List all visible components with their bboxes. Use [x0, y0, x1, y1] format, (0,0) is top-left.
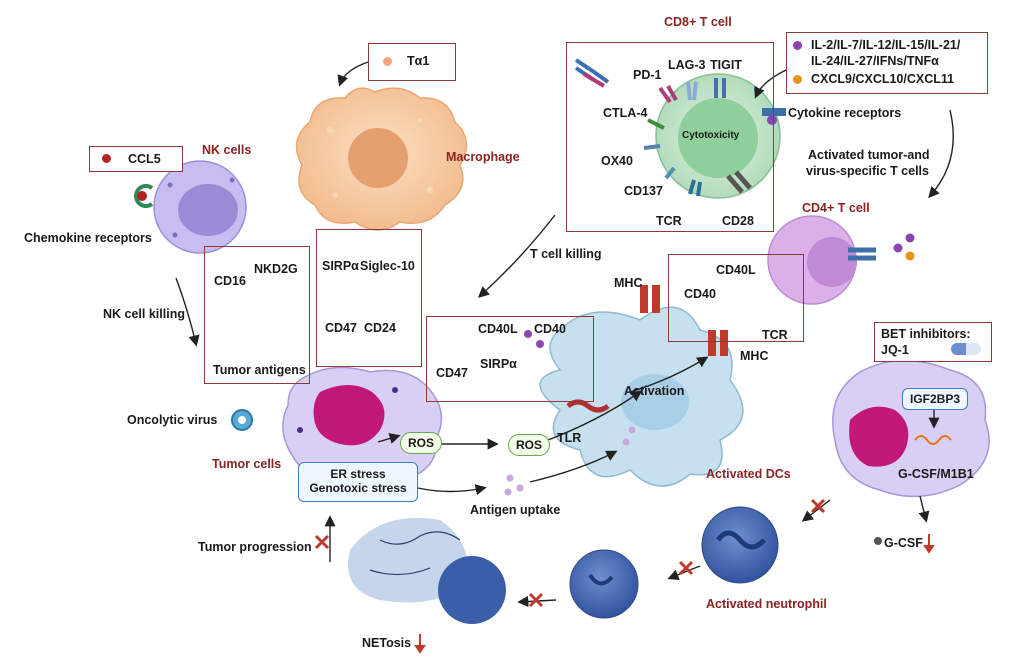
- nk-receptor-box: [204, 246, 310, 384]
- pill-icon: [951, 343, 981, 355]
- neutrophil-title: Activated neutrophil: [706, 597, 827, 611]
- activated-t-line1: Activated tumor-and: [808, 148, 930, 162]
- ros-mid-pill: ROS: [508, 434, 550, 456]
- lag3-label: LAG-3: [668, 58, 706, 72]
- tigit-label: TIGIT: [710, 58, 742, 72]
- cytotoxicity-label: Cytotoxicity: [682, 130, 740, 141]
- siglec10-label: Siglec-10: [360, 259, 415, 273]
- inhibition-cross-icons: [314, 498, 826, 608]
- ta1-label: Tα1: [407, 54, 430, 68]
- igf2bp3-box: IGF2BP3: [902, 388, 968, 410]
- ta1-legend: Tα1: [368, 43, 456, 81]
- cd28-label: CD28: [722, 214, 754, 228]
- cytokine-receptors-label: Cytokine receptors: [788, 106, 902, 120]
- cd4-dc-box: [668, 254, 804, 342]
- decrease-arrow-icons: [414, 534, 935, 654]
- bet-inhibitor-legend: BET inhibitors: JQ-1: [874, 322, 992, 362]
- oncolytic-virus-label: Oncolytic virus: [127, 413, 218, 427]
- ox40-label: OX40: [601, 154, 633, 168]
- mhc-right-label: MHC: [740, 349, 769, 363]
- cd137-label: CD137: [624, 184, 663, 198]
- activated-t-line2: virus-specific T cells: [806, 164, 929, 178]
- tcr-cd8-label: TCR: [656, 214, 682, 228]
- activation-label: Activation: [624, 384, 685, 398]
- nk-killing-label: NK cell killing: [103, 307, 185, 321]
- activated-neutrophil: [701, 506, 779, 584]
- cd40l-right-label: CD40L: [716, 263, 756, 277]
- nk-cell: [153, 160, 247, 254]
- sirpa-dc-label: SIRPα: [480, 357, 517, 371]
- ccl5-label: CCL5: [128, 152, 161, 166]
- ros-tumor-pill: ROS: [400, 432, 442, 454]
- bet-line1: BET inhibitors:: [881, 327, 971, 341]
- cd4-t-cell: [767, 215, 915, 305]
- tcr-cd4-label: TCR: [762, 328, 788, 342]
- sirpa-mac-label: SIRPα: [322, 259, 359, 273]
- tlr-icon: [566, 399, 610, 413]
- ccl5-legend: CCL5: [89, 146, 183, 172]
- oncolytic-virus-icon: [231, 409, 253, 431]
- cd47-tumor-label: CD47: [325, 321, 357, 335]
- cd24-label: CD24: [364, 321, 396, 335]
- macrophage-receptor-box: [316, 229, 422, 367]
- mhc-dc-label: MHC: [614, 276, 643, 290]
- macrophage-title: Macrophage: [446, 150, 520, 164]
- antibody-icon: [574, 58, 610, 88]
- tumor-title: Tumor cells: [212, 457, 282, 471]
- tumor-antigens-label: Tumor antigens: [213, 363, 306, 377]
- ros-mid-text: ROS: [515, 438, 542, 452]
- dcs-title: Activated DCs: [706, 467, 791, 481]
- t-cell-killing-label: T cell killing: [530, 247, 602, 261]
- cytokine-dot: [793, 41, 802, 50]
- cd4-title: CD4+ T cell: [802, 201, 870, 215]
- netosis-label: NETosis: [362, 636, 412, 650]
- macrophage-cell: [295, 87, 468, 231]
- cd8-receptor-box: [566, 42, 774, 232]
- igf2bp3-text: IGF2BP3: [909, 392, 960, 406]
- ros-tumor-text: ROS: [407, 436, 434, 450]
- cd8-title: CD8+ T cell: [664, 15, 732, 29]
- gcsf-m1b1-label: G-CSF/M1B1: [898, 467, 974, 481]
- cd16-label: CD16: [214, 274, 246, 288]
- cd40-right-label: CD40: [684, 287, 716, 301]
- mhc-icon: [640, 285, 728, 356]
- cd40l-left-label: CD40L: [478, 322, 518, 336]
- cd47-box-label: CD47: [436, 366, 468, 380]
- bet-line2: JQ-1: [881, 343, 909, 357]
- chemokines-label: CXCL9/CXCL10/CXCL11: [811, 72, 955, 86]
- nk-title: NK cells: [202, 143, 252, 157]
- genotoxic-stress-text: Genotoxic stress: [309, 481, 407, 495]
- tumor-cell: [282, 366, 443, 487]
- chemokine-receptor-icon: [134, 184, 154, 208]
- tumor-progression-label: Tumor progression: [198, 540, 312, 554]
- netosis-neutrophil: [348, 518, 506, 624]
- cytokine-legend: IL-2/IL-7/IL-12/IL-15/IL-21/ IL-24/IL-27…: [786, 32, 988, 94]
- er-stress-text: ER stress: [330, 467, 386, 481]
- cd8-receptors: [643, 78, 786, 197]
- nkd2g-label: NKD2G: [254, 262, 298, 276]
- gcsf-label: G-CSF: [884, 536, 923, 550]
- ctla4-label: CTLA-4: [603, 106, 648, 120]
- cd8-t-cell: [655, 73, 781, 199]
- chemokine-dot: [793, 75, 802, 84]
- ta1-dot: [383, 57, 392, 66]
- pd1-label: PD-1: [633, 68, 662, 82]
- stress-box: ER stress Genotoxic stress: [298, 462, 418, 502]
- pathway-arrows: [175, 61, 954, 608]
- cd40-left-label: CD40: [534, 322, 566, 336]
- tlr-label: TLR: [557, 431, 582, 445]
- antigen-uptake-label: Antigen uptake: [470, 503, 561, 517]
- neutrophil: [569, 549, 639, 619]
- chemokine-receptors-label: Chemokine receptors: [24, 231, 152, 245]
- ccl5-dot: [102, 154, 111, 163]
- cd47-sirpa-box: [426, 316, 594, 402]
- cytokines-line2: IL-24/IL-27/IFNs/TNFα: [811, 54, 939, 68]
- cytokines-line1: IL-2/IL-7/IL-12/IL-15/IL-21/: [811, 38, 961, 52]
- molecule-dots: [504, 330, 882, 545]
